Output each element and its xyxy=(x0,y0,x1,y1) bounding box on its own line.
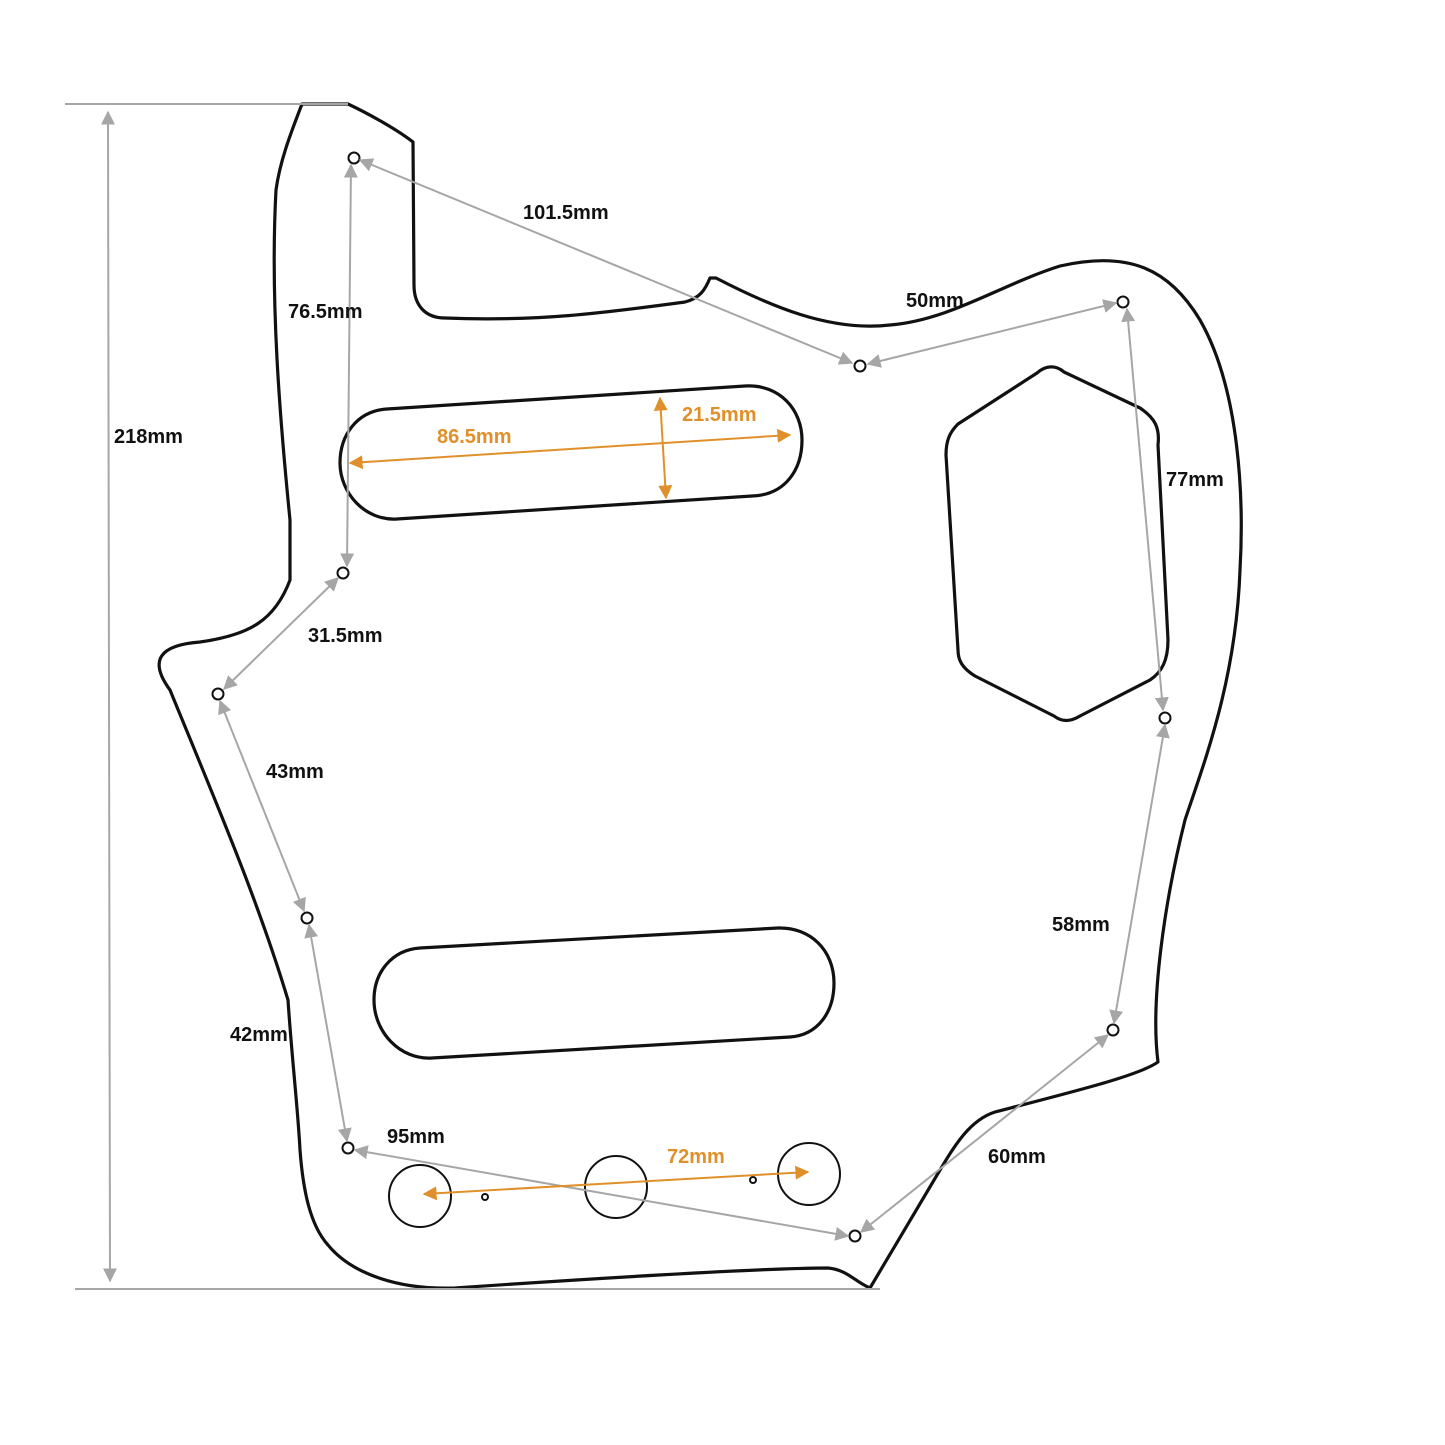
label-knob-spacing: 72mm xyxy=(667,1146,725,1168)
screw-dimension-lines xyxy=(218,158,1170,1241)
dimension-labels: 218mm 101.5mm 50mm 76.5mm 77mm 31.5mm 43… xyxy=(114,202,1224,1168)
screw-hole xyxy=(853,359,867,373)
label-screw-left-lower: 43mm xyxy=(266,761,324,783)
screw-hole xyxy=(300,911,314,925)
screw-hole xyxy=(336,566,350,580)
label-overall-height: 218mm xyxy=(114,426,183,448)
pickguard-outline xyxy=(157,102,1243,1290)
screw-hole xyxy=(1106,1023,1120,1037)
control-cavity xyxy=(944,365,1170,723)
label-screw-left-diag: 31.5mm xyxy=(308,625,383,647)
label-pickup-width: 21.5mm xyxy=(682,404,757,426)
label-screw-right-lower: 58mm xyxy=(1052,914,1110,936)
label-screw-top-to-mid: 101.5mm xyxy=(523,202,609,224)
screw-hole xyxy=(1158,711,1172,725)
knob-hole-2 xyxy=(584,1155,648,1219)
small-hole-1 xyxy=(481,1193,489,1201)
screw-hole xyxy=(848,1229,862,1243)
label-screw-right-vertical: 77mm xyxy=(1166,469,1224,491)
label-screw-left-bottom: 42mm xyxy=(230,1024,288,1046)
label-pickup-length: 86.5mm xyxy=(437,426,512,448)
small-hole-2 xyxy=(749,1176,757,1184)
screw-hole xyxy=(341,1141,355,1155)
overall-height-dimension xyxy=(65,103,880,1290)
label-screw-left-vertical: 76.5mm xyxy=(288,301,363,323)
label-screw-bottom-span: 95mm xyxy=(387,1126,445,1148)
orange-dimension-lines xyxy=(348,396,810,1201)
screw-hole xyxy=(211,687,225,701)
screw-holes xyxy=(211,151,1172,1243)
knob-hole-1 xyxy=(388,1164,452,1228)
screw-hole xyxy=(347,151,361,165)
label-screw-mid-to-right: 50mm xyxy=(906,290,964,312)
label-screw-bottom-right: 60mm xyxy=(988,1146,1046,1168)
pickup-cavity-bridge xyxy=(372,926,836,1060)
screw-hole xyxy=(1116,295,1130,309)
